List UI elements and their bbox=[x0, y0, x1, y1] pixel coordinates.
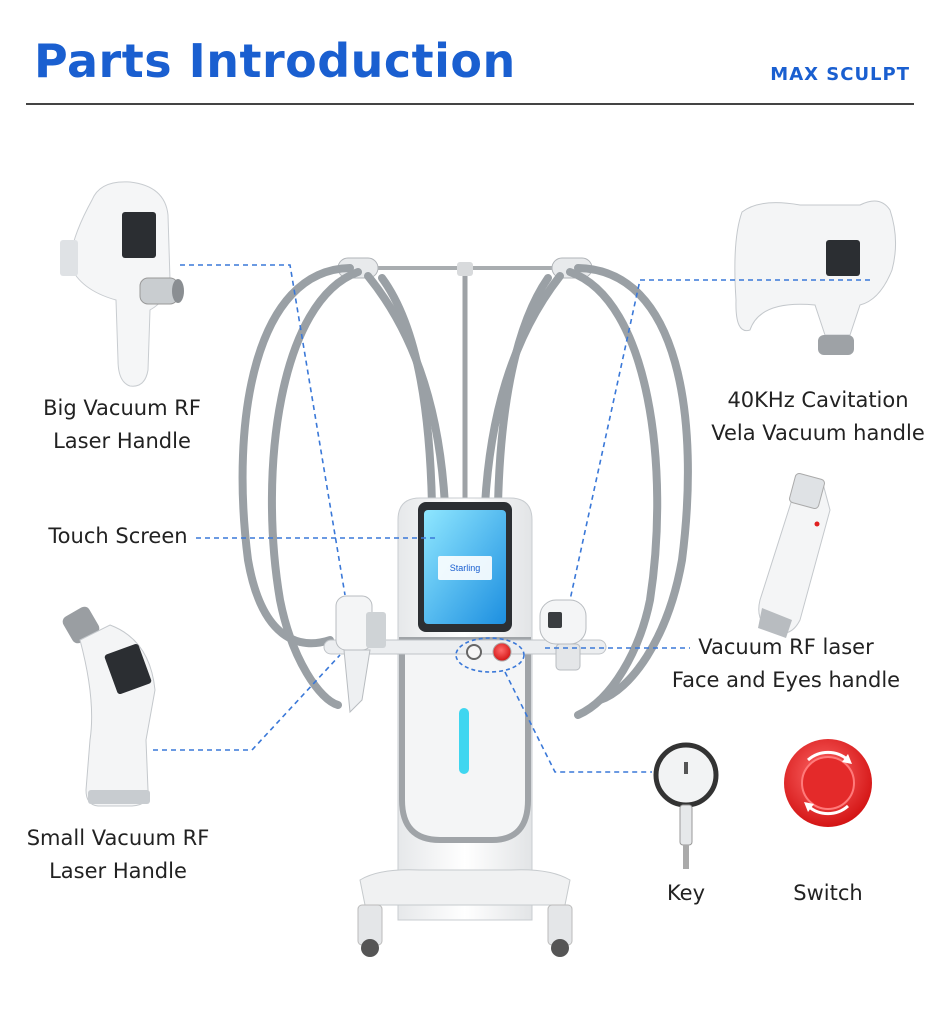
small-vacuum-rf-handle-image bbox=[62, 606, 156, 807]
cavitation-vela-handle-image bbox=[734, 200, 896, 355]
label-big-vacuum-rf-handle: Big Vacuum RF Laser Handle bbox=[43, 396, 201, 453]
label-cavitation-handle: 40KHz Cavitation Vela Vacuum handle bbox=[711, 388, 925, 445]
big-vacuum-rf-handle-image bbox=[60, 181, 184, 387]
label-switch: Switch bbox=[793, 881, 863, 905]
handle-holder-bar bbox=[337, 257, 593, 510]
face-eyes-handle-image bbox=[758, 473, 831, 638]
page-title: Parts Introduction bbox=[34, 34, 516, 88]
mounted-handle-left bbox=[335, 595, 386, 714]
control-panel bbox=[455, 637, 525, 673]
handle-cables bbox=[238, 264, 692, 719]
mounted-handle-right bbox=[539, 599, 587, 671]
label-key: Key bbox=[666, 881, 706, 905]
label-face-eyes-handle: Vacuum RF laser Face and Eyes handle bbox=[671, 635, 901, 692]
brand-logo: MAX SCULPT bbox=[770, 64, 910, 85]
emergency-switch-image bbox=[784, 739, 872, 827]
screen-brand-text: Starling bbox=[450, 563, 481, 573]
label-small-vacuum-rf-handle: Small Vacuum RF Laser Handle bbox=[26, 826, 210, 883]
key-image bbox=[653, 742, 719, 869]
header-divider bbox=[26, 103, 914, 105]
caster-wheels bbox=[357, 904, 573, 957]
touch-screen-display bbox=[418, 502, 512, 632]
label-touch-screen: Touch Screen bbox=[48, 524, 188, 548]
callout-lines bbox=[153, 264, 870, 773]
